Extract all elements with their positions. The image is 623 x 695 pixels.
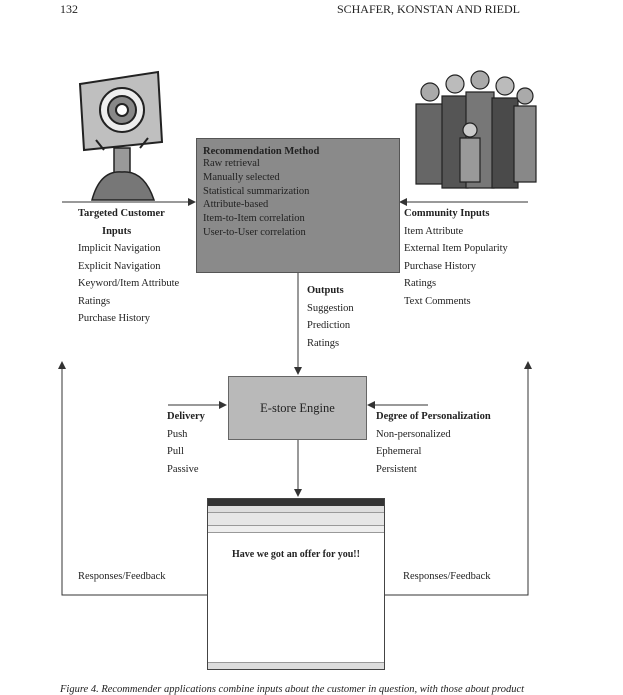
targeted-customer-illustration bbox=[78, 70, 164, 201]
browser-window: Have we got an offer for you!! bbox=[207, 498, 385, 670]
outputs: Outputs Suggestion Prediction Ratings bbox=[307, 282, 354, 352]
method-title: Recommendation Method bbox=[203, 146, 320, 157]
targeted-inputs: Targeted Customer Inputs Implicit Naviga… bbox=[78, 205, 179, 328]
running-title: SCHAFER, KONSTAN AND RIEDL bbox=[336, 2, 520, 16]
list-item: Non-personalized bbox=[376, 428, 451, 440]
list-item: Item-to-Item correlation bbox=[203, 213, 305, 225]
feedback-left: Responses/Feedback bbox=[78, 571, 166, 582]
list-item: External Item Popularity bbox=[404, 243, 508, 254]
figure-caption: Figure 4. Recommender applications combi… bbox=[60, 684, 525, 695]
browser-status-bar bbox=[208, 662, 384, 669]
browser-title-bar bbox=[208, 499, 384, 506]
community-title: Community Inputs bbox=[404, 208, 490, 219]
page-number: 132 bbox=[60, 2, 78, 16]
delivery: Delivery Push Pull Passive bbox=[167, 408, 205, 478]
outputs-title: Outputs bbox=[307, 285, 344, 296]
list-item: Pull bbox=[167, 446, 184, 457]
browser-toolbar bbox=[208, 513, 384, 526]
list-item: Passive bbox=[167, 463, 199, 475]
list-item: Prediction bbox=[307, 320, 351, 331]
right-feedback-line bbox=[384, 361, 532, 596]
list-item: Push bbox=[167, 428, 188, 440]
recommendation-method-box: Recommendation Method Raw retrieval Manu… bbox=[196, 138, 400, 273]
targeted-title-line1: Targeted Customer bbox=[78, 208, 165, 219]
list-item: Implicit Navigation bbox=[78, 243, 161, 254]
list-item: Statistical summarization bbox=[203, 185, 310, 197]
personalization-title: Degree of Personalization bbox=[376, 411, 491, 422]
list-item: Text Comments bbox=[404, 295, 471, 307]
list-item: Item Attribute bbox=[404, 225, 464, 237]
community-illustration bbox=[415, 70, 537, 189]
list-item: Suggestion bbox=[307, 302, 354, 314]
list-item: Attribute-based bbox=[203, 199, 269, 211]
list-item: Purchase History bbox=[404, 260, 477, 272]
browser-address-bar bbox=[208, 526, 384, 533]
left-feedback-line bbox=[58, 361, 207, 596]
list-item: Explicit Navigation bbox=[78, 260, 161, 272]
estore-engine-box: E-store Engine bbox=[228, 376, 367, 440]
list-item: Ratings bbox=[78, 295, 111, 307]
feedback-right: Responses/Feedback bbox=[403, 571, 491, 582]
method-list: Raw retrieval Manually selected Statisti… bbox=[203, 157, 309, 240]
list-item: Ratings bbox=[404, 278, 437, 289]
list-item: Keyword/Item Attribute bbox=[78, 278, 180, 289]
list-item: Persistent bbox=[376, 463, 417, 475]
delivery-title: Delivery bbox=[167, 411, 205, 422]
list-item: User-to-User correlation bbox=[203, 226, 306, 238]
list-item: Ephemeral bbox=[376, 446, 422, 457]
browser-menu-bar bbox=[208, 506, 384, 513]
personalization: Degree of Personalization Non-personaliz… bbox=[376, 408, 491, 478]
targeted-title-line2: Inputs bbox=[102, 225, 132, 237]
engine-label: E-store Engine bbox=[260, 400, 335, 415]
offer-text: Have we got an offer for you!! bbox=[232, 549, 360, 560]
list-item: Raw retrieval bbox=[203, 158, 260, 169]
list-item: Manually selected bbox=[203, 171, 280, 183]
community-inputs: Community Inputs Item Attribute External… bbox=[404, 205, 508, 310]
list-item: Purchase History bbox=[78, 313, 151, 324]
list-item: Ratings bbox=[307, 337, 340, 349]
